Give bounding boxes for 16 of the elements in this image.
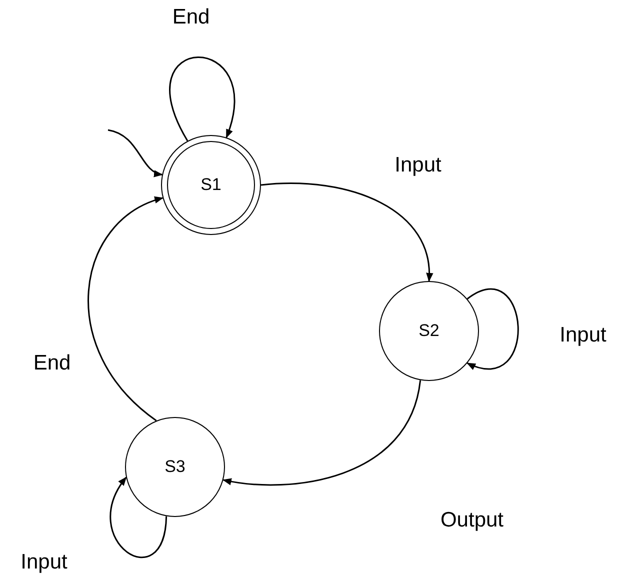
transition-arrow [108,129,163,176]
edge-label: Input [560,324,606,346]
transition-arrow [110,476,168,558]
edge-label: Input [20,552,68,572]
state-label: S1 [200,174,222,196]
edge-label: Output [440,510,504,530]
edge-label: Input [394,154,442,176]
state-label: S3 [164,456,186,478]
state-label: S2 [418,320,440,342]
edge-label: End [172,6,210,28]
transition-arrow [466,288,519,370]
transition-arrow [169,56,235,142]
edge-label: End [33,352,71,374]
transition-arrow [260,182,432,282]
transition-arrow [222,380,422,486]
transition-arrow [88,197,164,422]
